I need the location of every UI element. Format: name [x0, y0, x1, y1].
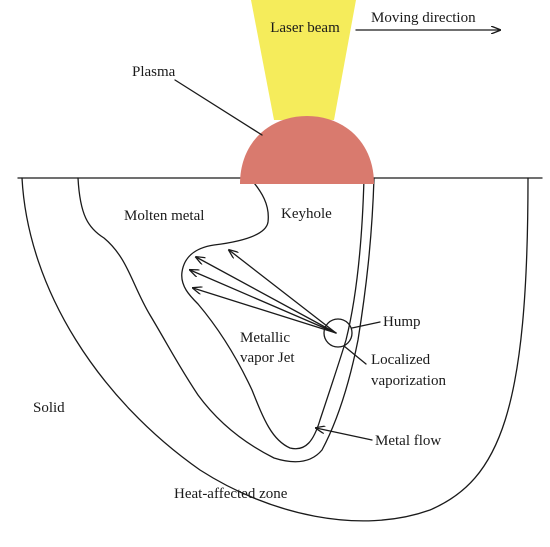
vapor-jet-arrow-2 [196, 257, 337, 334]
plasma-dome [240, 116, 374, 184]
plasma-label: Plasma [132, 64, 176, 80]
laser-beam-label: Laser beam [270, 20, 340, 36]
molten-metal-boundary [77, 177, 375, 463]
metal-flow-label: Metal flow [375, 433, 441, 449]
molten-metal-label: Molten metal [124, 208, 204, 224]
moving-direction-label: Moving direction [371, 10, 476, 26]
vapor-jet-arrow-3 [190, 270, 337, 334]
vapor-jet-arrow-1 [229, 250, 337, 334]
localized-label: Localized [371, 352, 431, 368]
laser-beam [251, 0, 356, 120]
localized-vaporization-leader-line [343, 345, 367, 365]
heat-affected-zone-boundary [21, 177, 529, 522]
heat-affected-zone-label: Heat-affected zone [174, 486, 288, 502]
vapor-jet-label: vapor Jet [240, 350, 295, 366]
plasma-leader-line [174, 79, 263, 136]
vaporization-label: vaporization [371, 373, 446, 389]
metal-flow-arrow [316, 428, 373, 441]
keyhole-label: Keyhole [281, 206, 332, 222]
solid-label: Solid [33, 400, 65, 416]
hump-leader-line [351, 321, 381, 329]
hump-circle [323, 318, 353, 348]
vapor-jet-arrow-4 [193, 288, 337, 334]
hump-label: Hump [383, 314, 421, 330]
metallic-label: Metallic [240, 330, 290, 346]
